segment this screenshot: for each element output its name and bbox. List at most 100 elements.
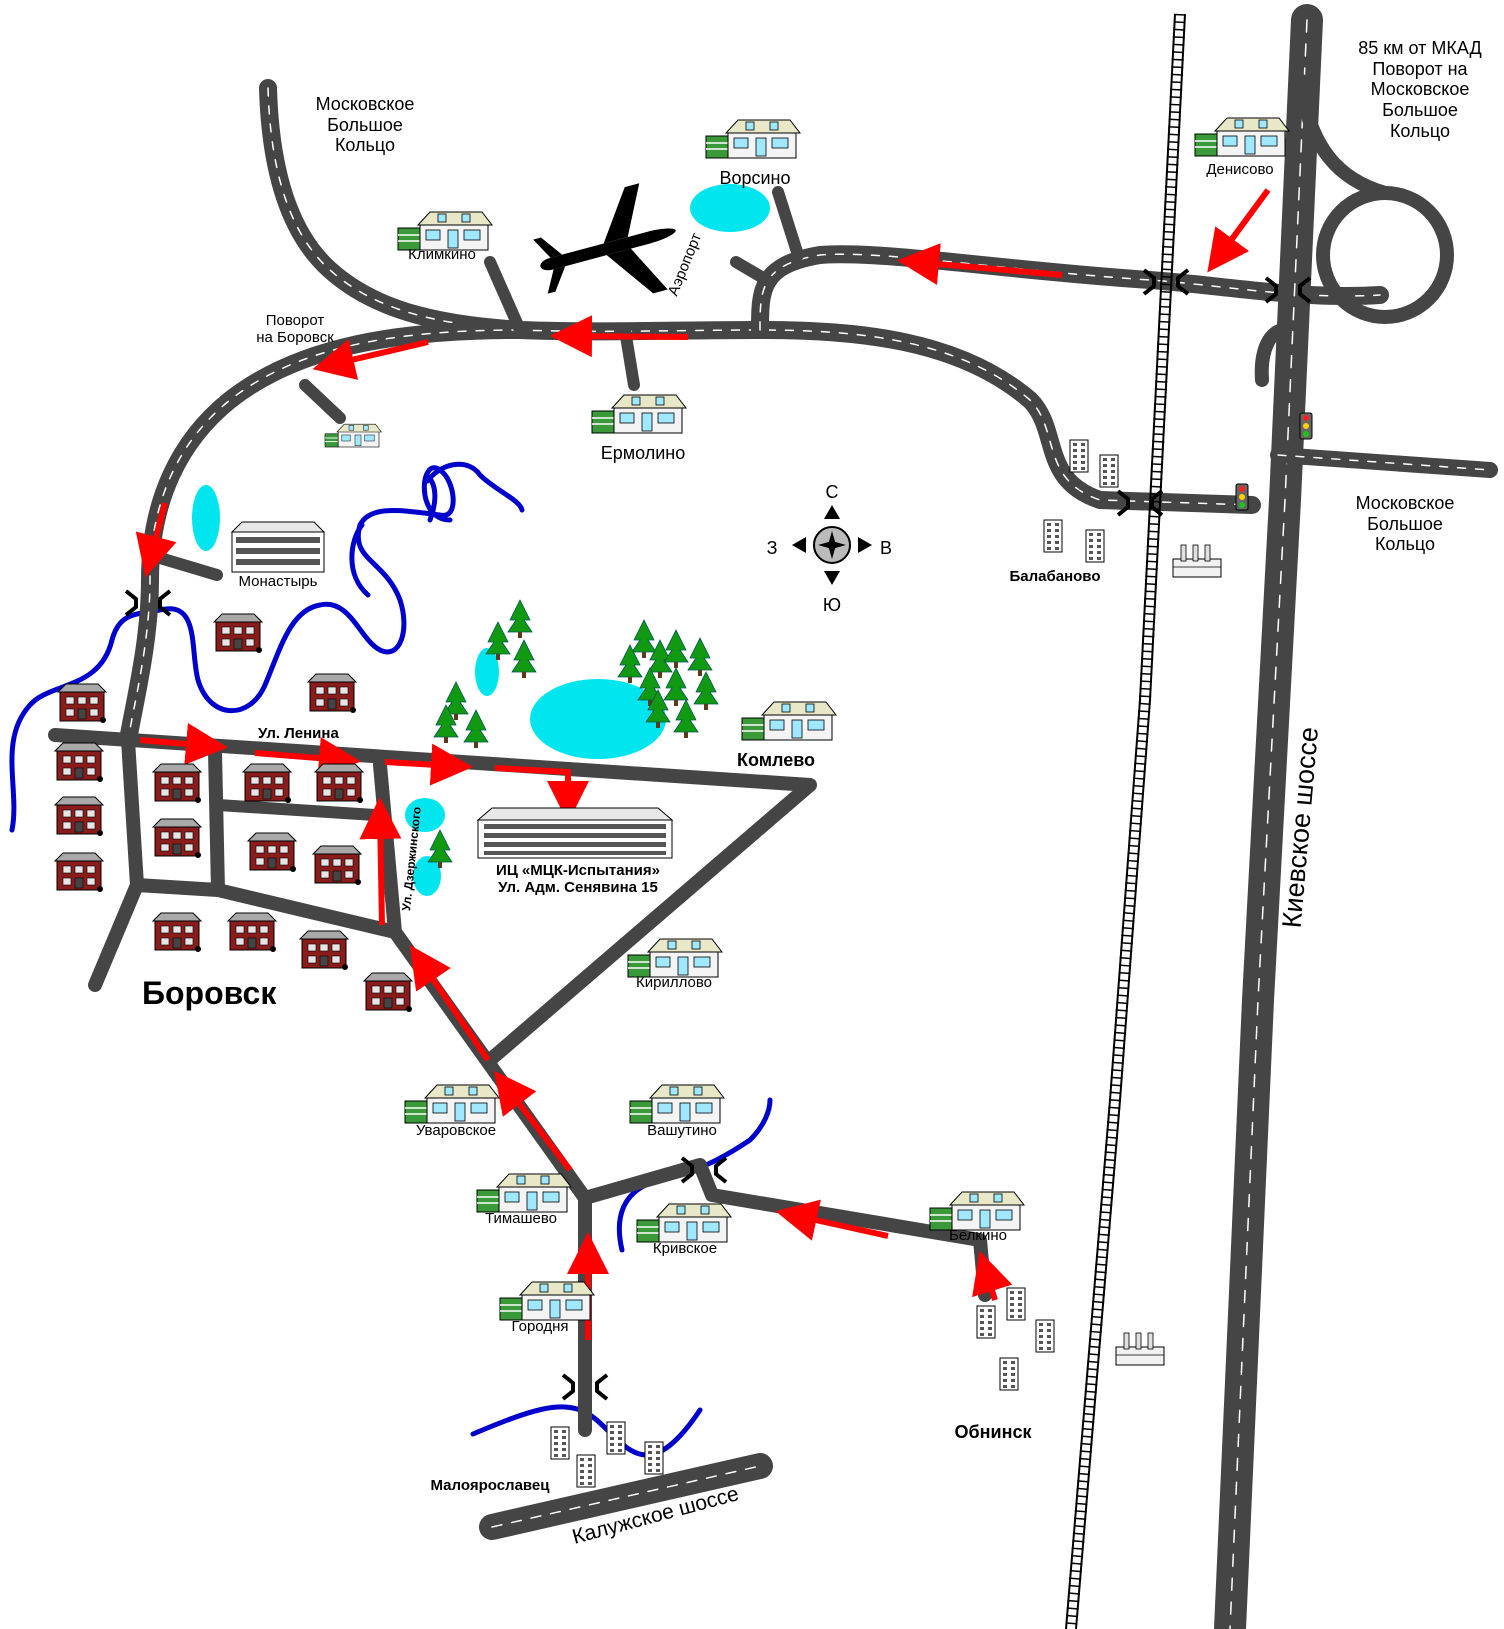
route-arrow-lenina-2 (254, 737, 361, 780)
label-komlevo: Комлево (736, 750, 816, 770)
village-icon-ermolino (591, 394, 687, 434)
village-icon-gorodnya (499, 1281, 595, 1321)
mkad-note-line: Большое (1382, 100, 1458, 121)
label-belkino: Белкино (948, 1227, 1007, 1244)
town-house (363, 972, 413, 1013)
factory-icon-obninsk (1115, 1332, 1165, 1366)
monastery-icon (230, 521, 326, 573)
lake-vorsino (690, 184, 770, 232)
tree (687, 637, 713, 677)
route-arrow-south-2 (494, 1070, 573, 1172)
destination-line: Ул. Адм. Сенявина 15 (498, 879, 658, 897)
lake-dzerzhinskogo-2 (413, 856, 441, 896)
mkad-note-line: Кольцо (1389, 120, 1451, 141)
label-maloyaroslavets: Малоярославец (430, 1477, 550, 1494)
label-krivskoe: Кривское (652, 1240, 718, 1257)
town-house (227, 912, 277, 953)
label-vorsino: Ворсино (719, 168, 791, 188)
destination-building-icon (476, 807, 674, 859)
street-lenina-road (48, 728, 817, 1067)
ring-road-line: Большое (327, 114, 403, 135)
spur-klimkino (484, 256, 526, 336)
apartment-block (976, 1305, 996, 1339)
apartment-block (1085, 529, 1105, 563)
town-house (152, 763, 202, 804)
label-destination: ИЦ «МЦК-Испытания» Ул. Адм. Сенявина 15 (478, 862, 678, 897)
compass-south-label: Ю (822, 595, 842, 615)
street-borovsk-south (211, 883, 402, 939)
label-turn-borovsk: Поворот на Боровск (240, 312, 350, 347)
apartment-block (1035, 1319, 1055, 1353)
apartment-block (550, 1426, 570, 1460)
route-arrow-denisovo (1207, 188, 1271, 273)
label-kirillovo: Кириллово (636, 974, 712, 991)
tree (463, 709, 489, 749)
traffic-light-icon-2 (1235, 483, 1249, 511)
town-house (152, 912, 202, 953)
tree (427, 829, 453, 869)
lakes (192, 184, 770, 896)
ring-road-line: Кольцо (334, 135, 396, 156)
river-protva (9, 465, 456, 833)
ring-road-line: Большое (1367, 513, 1443, 534)
spur-vorsino (772, 186, 804, 261)
village-icon-belkino (929, 1191, 1025, 1231)
lake-komlevo (530, 679, 666, 759)
compass-north-label: С (825, 482, 839, 502)
ring-road-line: Московское (1355, 493, 1455, 513)
street-borovsk-mid (212, 799, 381, 821)
village-icon-krivskoe (636, 1203, 732, 1243)
label-gorodnya: Городня (511, 1318, 569, 1335)
route-arrow-ring-3 (312, 339, 429, 380)
label-ring-road-right: Московское Большое Кольцо (1330, 493, 1480, 555)
lake-forest-small (475, 648, 499, 696)
label-denisovo: Денисово (1206, 161, 1274, 178)
lake-dzerzhinskogo-1 (405, 798, 445, 832)
apartment-block (999, 1357, 1019, 1391)
tree (663, 667, 689, 707)
route-arrow-ring-1 (897, 243, 1063, 286)
village-icon-timashevo (476, 1173, 572, 1213)
tree (485, 621, 511, 661)
tree (511, 639, 537, 679)
tree (631, 619, 657, 659)
label-timashevo: Тимашево (484, 1210, 558, 1227)
apartment-block (576, 1454, 596, 1488)
ring-road-line: Кольцо (1374, 534, 1436, 555)
destination-line: ИЦ «МЦК-Испытания» (496, 862, 660, 879)
town-house (213, 613, 263, 654)
town-house (57, 683, 107, 724)
mkad-note-line: 85 км от МКАД (1358, 38, 1482, 58)
label-mkad-note: 85 км от МКАД Поворот на Московское Боль… (1340, 38, 1500, 141)
label-vashutino: Вашутино (647, 1122, 717, 1139)
village-icon-vashutino (629, 1084, 725, 1124)
town-house (152, 818, 202, 859)
spur-monastery (144, 549, 223, 581)
town-house (247, 832, 297, 873)
compass-west-label: З (766, 538, 778, 558)
label-klimkino: Климкино (408, 246, 476, 263)
town-house (242, 763, 292, 804)
traffic-light-icon-1 (1299, 412, 1313, 440)
river-north (424, 461, 525, 523)
apartment-block (1099, 454, 1119, 488)
apartment-block (1069, 439, 1089, 473)
ring-road-line: Московское (315, 94, 415, 114)
route-arrow-obninsk (972, 1250, 1013, 1301)
route-arrow-lenina-3 (384, 743, 473, 786)
apartment-block (644, 1441, 664, 1475)
mkad-note-line: Поворот на (1372, 58, 1468, 79)
apartment-block (1043, 519, 1063, 553)
route-arrow-lenina-1 (139, 723, 228, 765)
mkad-note-line: Московское (1370, 79, 1470, 100)
tree (663, 629, 689, 669)
compass-rose-icon (792, 505, 872, 585)
town-house (54, 742, 104, 783)
village-icon-uvarovskoe (404, 1084, 500, 1124)
label-uvarovskoe: Уваровское (415, 1122, 497, 1139)
label-ermolino: Ермолино (600, 443, 686, 463)
apartment-block (1006, 1287, 1026, 1321)
roads (48, 4, 1498, 1629)
village-icon-kirillovo (627, 938, 723, 978)
